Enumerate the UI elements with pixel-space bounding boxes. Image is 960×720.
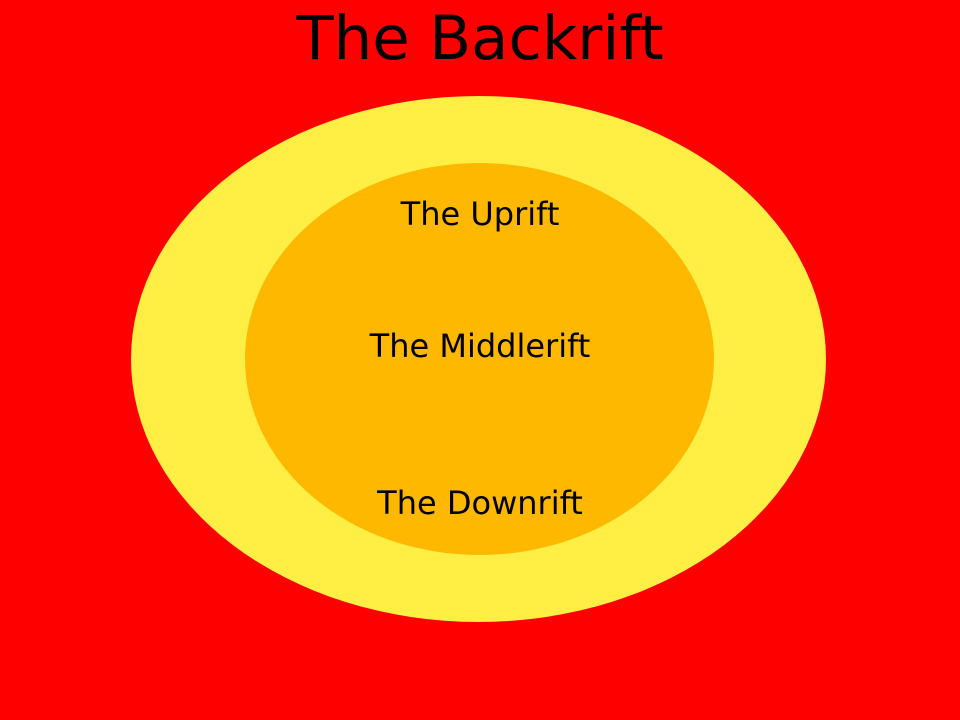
page-title: The Backrift (296, 3, 664, 74)
ring-label-downrift: The Downrift (377, 484, 583, 522)
ellipse-inner-orange (245, 163, 714, 555)
ring-label-uprift: The Uprift (400, 195, 560, 233)
ring-label-middlerift: The Middlerift (369, 327, 591, 365)
